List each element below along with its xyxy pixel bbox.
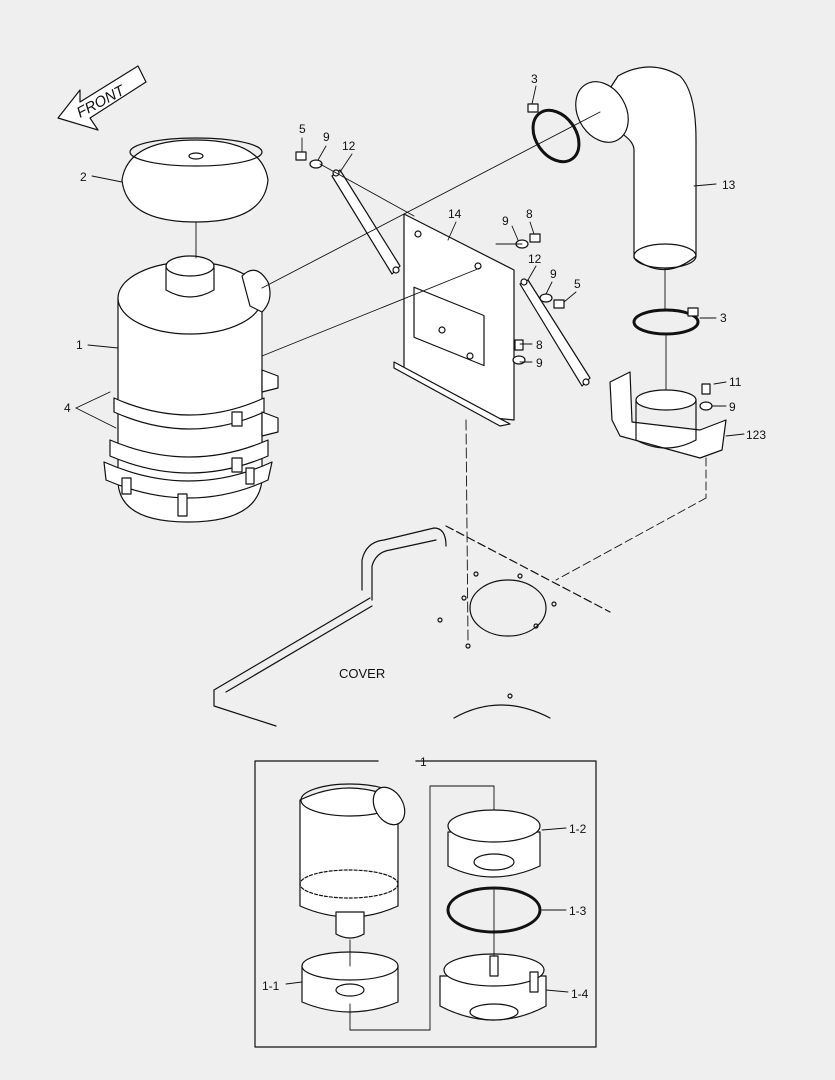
callout-3-upper: 3 xyxy=(531,72,538,86)
callout-11: 11 xyxy=(729,375,742,389)
hose-clamp-lower xyxy=(632,307,700,336)
callout-5-right: 5 xyxy=(574,277,581,291)
air-cleaner-body xyxy=(103,255,279,523)
inset-breakdown xyxy=(254,759,597,1048)
bolt-8-top xyxy=(529,233,541,243)
callout-4: 4 xyxy=(64,401,71,415)
front-arrow-icon xyxy=(57,65,147,131)
callout-9-mid: 9 xyxy=(536,356,543,370)
pipe-adapter-bracket xyxy=(609,371,727,459)
support-rod-right xyxy=(519,278,591,387)
callout-12-left: 12 xyxy=(342,139,356,153)
callout-12-right: 12 xyxy=(528,252,542,266)
washer-9-left xyxy=(309,159,323,169)
callout-2: 2 xyxy=(80,170,87,184)
callout-9-right: 9 xyxy=(550,267,557,281)
inset-label-1-1: 1-1 xyxy=(262,979,280,993)
inset-label-1-2: 1-2 xyxy=(569,822,587,836)
callout-8-mid: 8 xyxy=(536,338,543,352)
washer-9-low xyxy=(699,401,713,411)
air-cleaner-cap xyxy=(121,137,269,223)
callout-8-top: 8 xyxy=(526,207,533,221)
bolt-11 xyxy=(701,383,711,395)
leader-lines xyxy=(75,85,745,641)
washer-9-mid xyxy=(512,355,526,365)
hose-clamp-upper xyxy=(527,103,581,164)
callout-13: 13 xyxy=(722,178,736,192)
engine-cover-panel xyxy=(213,525,611,727)
bolt-5-left xyxy=(295,151,307,161)
inset-label-1-4: 1-4 xyxy=(571,987,589,1001)
washer-9-right xyxy=(539,293,553,303)
callout-5-left: 5 xyxy=(299,122,306,136)
bolt-8-mid xyxy=(514,339,524,351)
elbow-pipe xyxy=(575,66,697,271)
cover-label: COVER xyxy=(339,666,385,681)
inset-title: 1 xyxy=(420,755,427,769)
front-label: FRONT xyxy=(74,81,129,121)
bolt-5-right xyxy=(553,299,565,309)
support-rod-left xyxy=(331,169,401,275)
callout-14: 14 xyxy=(448,207,462,221)
callout-1: 1 xyxy=(76,338,83,352)
inset-label-1-3: 1-3 xyxy=(569,904,587,918)
callout-9-low: 9 xyxy=(729,400,736,414)
callout-3-lower: 3 xyxy=(720,311,727,325)
mounting-bracket xyxy=(393,213,515,427)
callout-123: 123 xyxy=(746,428,766,442)
callout-9-left: 9 xyxy=(323,130,330,144)
labels: FRONT COVER 1 2 3 3 4 5 5 8 8 9 9 9 9 9 … xyxy=(64,72,766,1001)
callout-9-top: 9 xyxy=(502,214,509,228)
